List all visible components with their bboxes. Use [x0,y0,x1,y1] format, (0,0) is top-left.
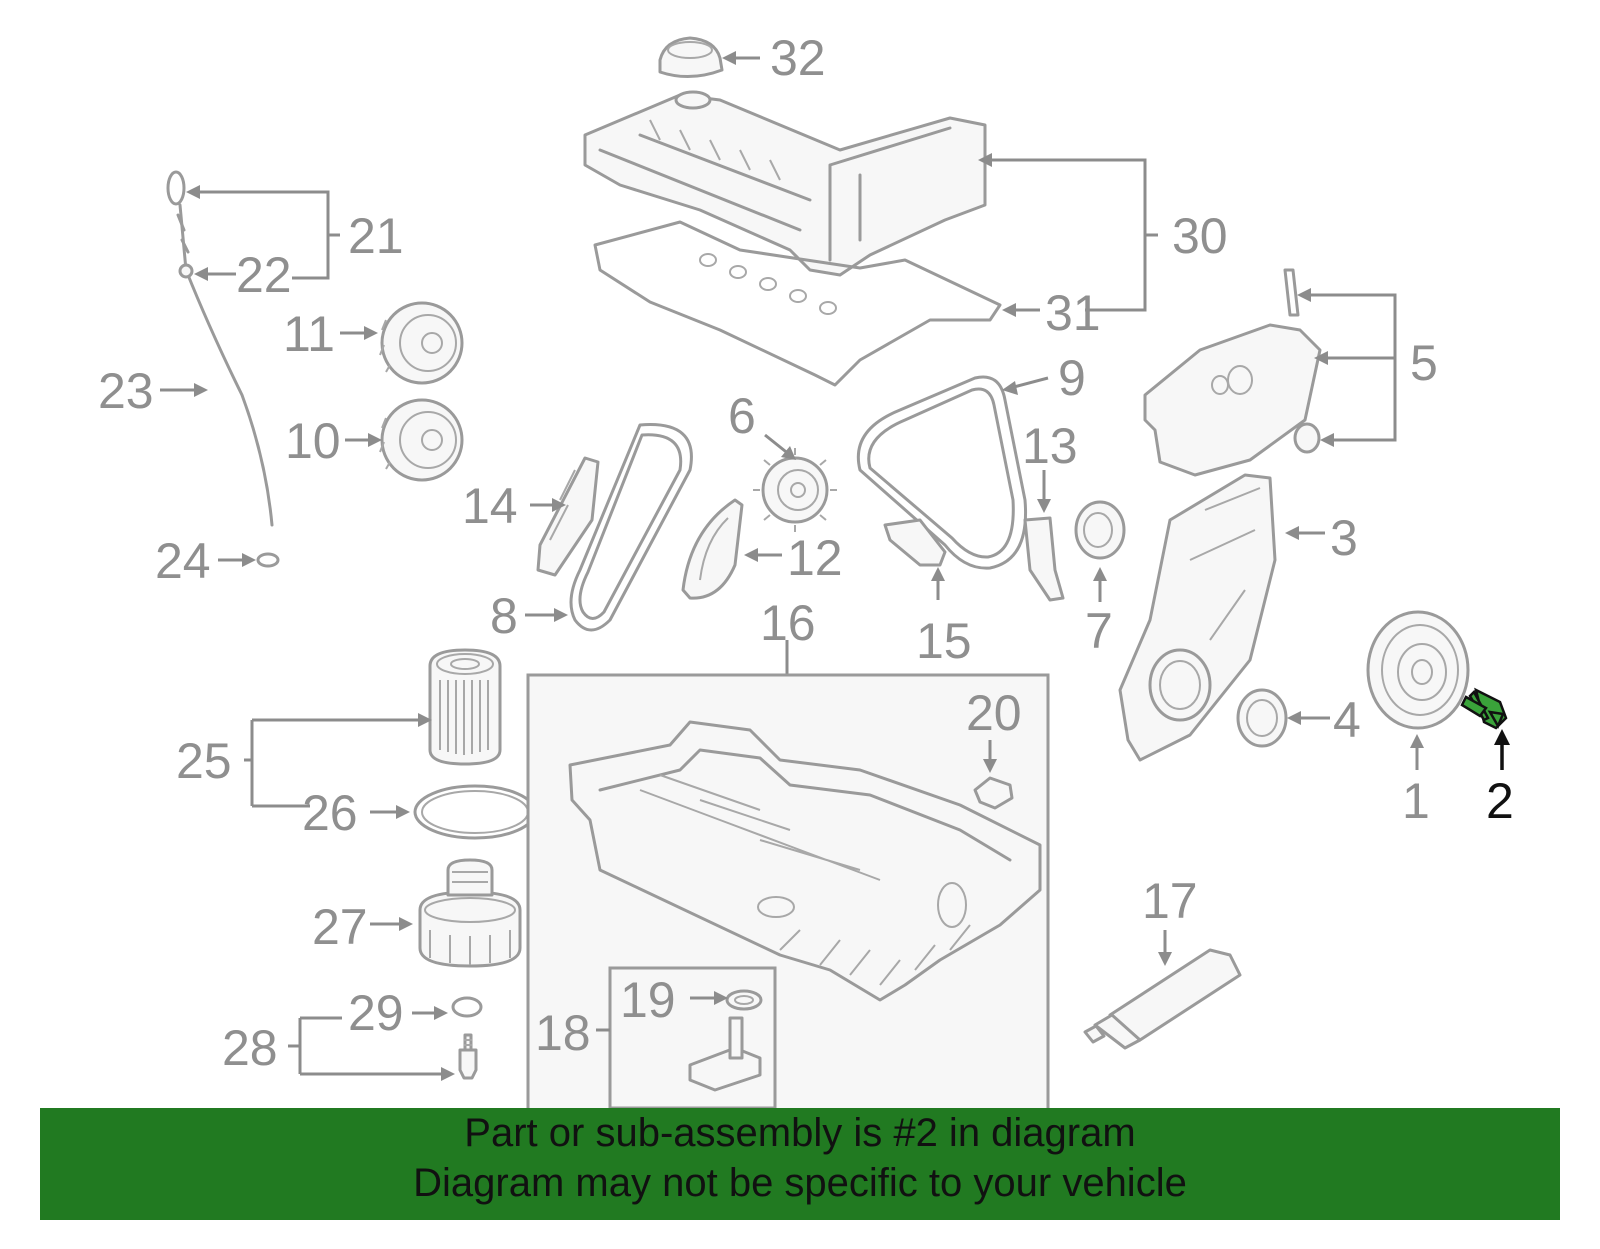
callout-4: 4 [1333,692,1361,748]
sprocket-part [753,448,837,532]
callout-6: 6 [728,388,756,444]
banner-line-part-number: Part or sub-assembly is #2 in diagram [464,1111,1136,1155]
oil-filter-housing-cap-part [418,858,522,968]
callout-10: 10 [285,413,341,469]
oil-filler-cap-part [658,36,724,79]
callout-28: 28 [222,1020,278,1076]
upper-timing-cover-part [1143,268,1322,477]
chain-tensioner-part [1023,516,1065,602]
callout-24: 24 [155,533,211,589]
oil-filter-o-ring-part [413,784,537,840]
callout-14: 14 [462,478,518,534]
sensor-unit-part [688,1016,762,1092]
chain-guide-part [883,518,947,567]
sensor-seal-part [725,989,763,1011]
callout-7: 7 [1085,603,1113,659]
callout-20: 20 [966,685,1022,741]
callout-8: 8 [490,588,518,644]
callout-19: 19 [620,972,676,1028]
callout-29: 29 [348,985,404,1041]
callout-25: 25 [176,733,232,789]
oil-level-sensor-part [973,776,1014,810]
valve-cover-part [583,90,987,277]
crankshaft-seal-part [1236,688,1288,748]
dipstick-o-ring-part [256,552,280,568]
secondary-timing-chain-part [856,375,1028,570]
valve-cover-gasket-part [593,220,1002,387]
callout-15: 15 [916,613,972,669]
pulley-bolt-part-highlighted[interactable] [1460,687,1508,730]
callout-18: 18 [535,1005,591,1061]
callout-32: 32 [770,30,826,86]
callout-17: 17 [1142,873,1198,929]
callout-5: 5 [1410,335,1438,391]
callout-31: 31 [1045,285,1101,341]
callout-13: 13 [1022,418,1078,474]
callout-16: 16 [760,595,816,651]
callout-23: 23 [98,363,154,419]
lower-timing-cover-part [1118,473,1277,762]
callout-9: 9 [1058,350,1086,406]
callout-11: 11 [283,306,335,362]
callout-22: 22 [236,247,292,303]
guide-rail-part [681,498,744,600]
drain-plug-washer-part [451,996,483,1018]
drain-plug-part [458,1033,478,1080]
callout-27: 27 [312,899,368,955]
crankshaft-pulley-part [1366,610,1470,730]
callout-3: 3 [1330,510,1358,566]
callout-30: 30 [1172,208,1228,264]
crankshaft-sprocket-part [1074,500,1126,560]
callout-12: 12 [787,530,843,586]
oil-filter-element-part [428,648,502,766]
tensioner-rail-part [536,456,600,577]
info-banner: Part or sub-assembly is #2 in diagram Di… [40,1108,1560,1220]
camshaft-adjuster-exhaust-part [379,301,464,385]
callout-2: 2 [1486,773,1514,829]
timing-chain-part [569,423,693,632]
callout-21: 21 [348,208,404,264]
camshaft-adjuster-intake-part [379,398,464,482]
banner-line-disclaimer: Diagram may not be specific to your vehi… [413,1161,1187,1205]
oil-pan-part [568,720,1042,1002]
sealant-tube-part [1083,948,1242,1050]
callout-1: 1 [1402,773,1430,829]
callout-26: 26 [302,785,358,841]
dipstick-part [166,170,274,527]
